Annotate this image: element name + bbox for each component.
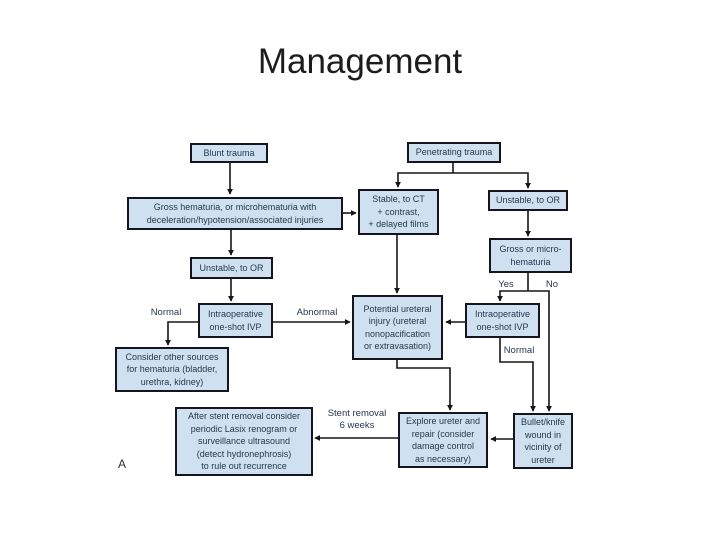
flow-label-yes: Yes bbox=[498, 279, 514, 290]
flow-node-potential-ureteral-injury: Potential ureteral injury (ureteral nono… bbox=[352, 295, 443, 360]
flow-node-consider-other-sources: Consider other sources for hematuria (bl… bbox=[115, 347, 229, 392]
flow-node-intraoperative-ivp-right: Intraoperative one-shot IVP bbox=[465, 303, 540, 338]
flow-node-after-stent-removal: After stent removal consider periodic La… bbox=[175, 407, 313, 476]
flow-node-penetrating-trauma: Penetrating trauma bbox=[407, 142, 501, 163]
flow-label-abnormal: Abnormal bbox=[296, 307, 338, 318]
connector-penetrating-to-stable bbox=[395, 172, 453, 188]
flow-label-figure-letter: A bbox=[117, 457, 127, 471]
connector-yes-branch-to-ivp-right bbox=[497, 290, 528, 302]
flow-node-explore-ureter: Explore ureter and repair (consider dama… bbox=[398, 412, 488, 468]
flow-node-stable-to-ct: Stable, to CT + contrast, + delayed film… bbox=[358, 189, 439, 235]
flow-node-bullet-knife-wound: Bullet/knife wound in vicinity of ureter bbox=[513, 413, 573, 469]
flow-node-intraoperative-ivp-left: Intraoperative one-shot IVP bbox=[198, 303, 273, 338]
flow-label-no: No bbox=[545, 279, 559, 290]
flow-node-unstable-to-or-blunt: Unstable, to OR bbox=[190, 257, 273, 279]
flow-node-gross-or-microhematuria: Gross or micro- hematuria bbox=[489, 238, 572, 273]
page-title: Management bbox=[257, 42, 463, 81]
flow-label-stent-removal-6-weeks: Stent removal 6 weeks bbox=[327, 408, 387, 431]
connector-penetrating-to-unstable bbox=[453, 172, 531, 189]
connector-ivp-left-normal-to-consider bbox=[165, 321, 198, 346]
flow-node-blunt-trauma: Blunt trauma bbox=[190, 143, 268, 163]
flow-node-gross-hematuria: Gross hematuria, or microhematuria with … bbox=[127, 197, 343, 230]
flow-node-unstable-to-or-penetrating: Unstable, to OR bbox=[488, 190, 568, 211]
flow-label-normal-left: Normal bbox=[150, 307, 182, 318]
connector-potential-to-explore bbox=[396, 360, 453, 411]
flow-label-normal-right: Normal bbox=[503, 345, 535, 356]
